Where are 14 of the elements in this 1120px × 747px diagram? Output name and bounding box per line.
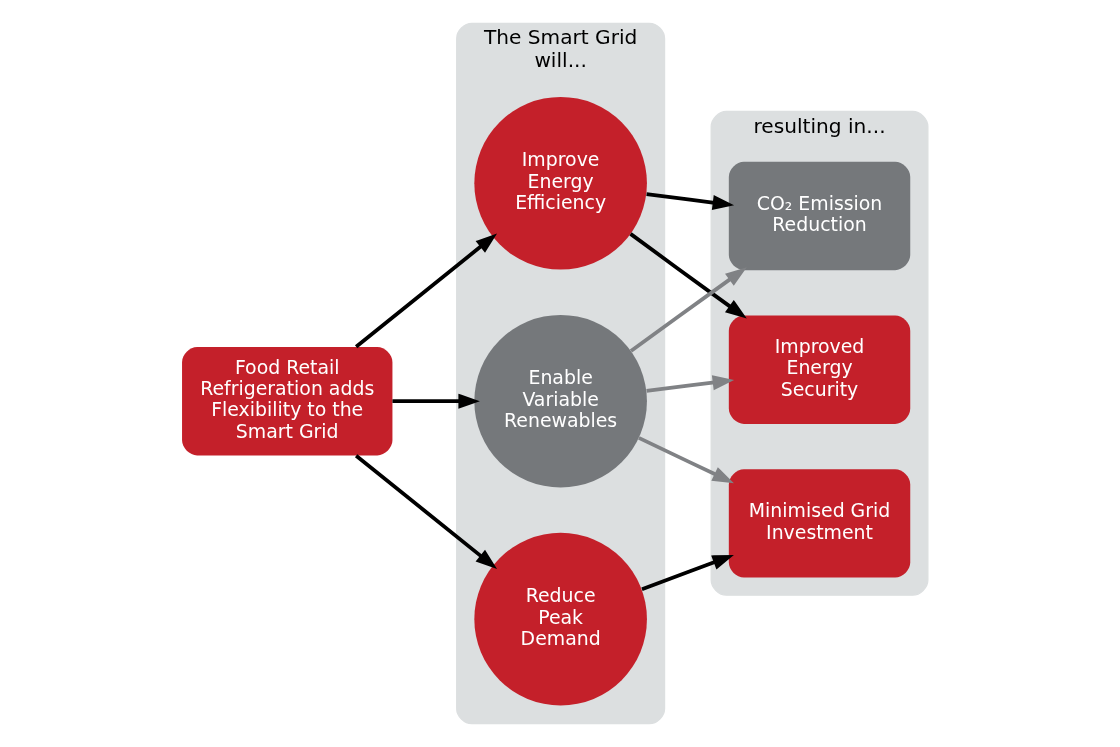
node-circle: Enable Variable Renewables (474, 314, 647, 488)
node-box: Minimised Grid Investment (728, 469, 911, 578)
arrow (354, 233, 498, 349)
node-box: Improved Energy Security (728, 315, 911, 424)
arrow (629, 267, 747, 353)
node-box: CO₂ Emission Reduction (728, 161, 911, 271)
arrow (638, 436, 734, 484)
arrow (354, 454, 498, 569)
arrow (641, 554, 734, 592)
arrow (646, 375, 735, 393)
arrow (392, 393, 480, 409)
arrow (629, 232, 747, 319)
arrow (646, 192, 735, 210)
node-box: Food Retail Refrigeration adds Flexibility to the Smart Grid (182, 347, 393, 456)
